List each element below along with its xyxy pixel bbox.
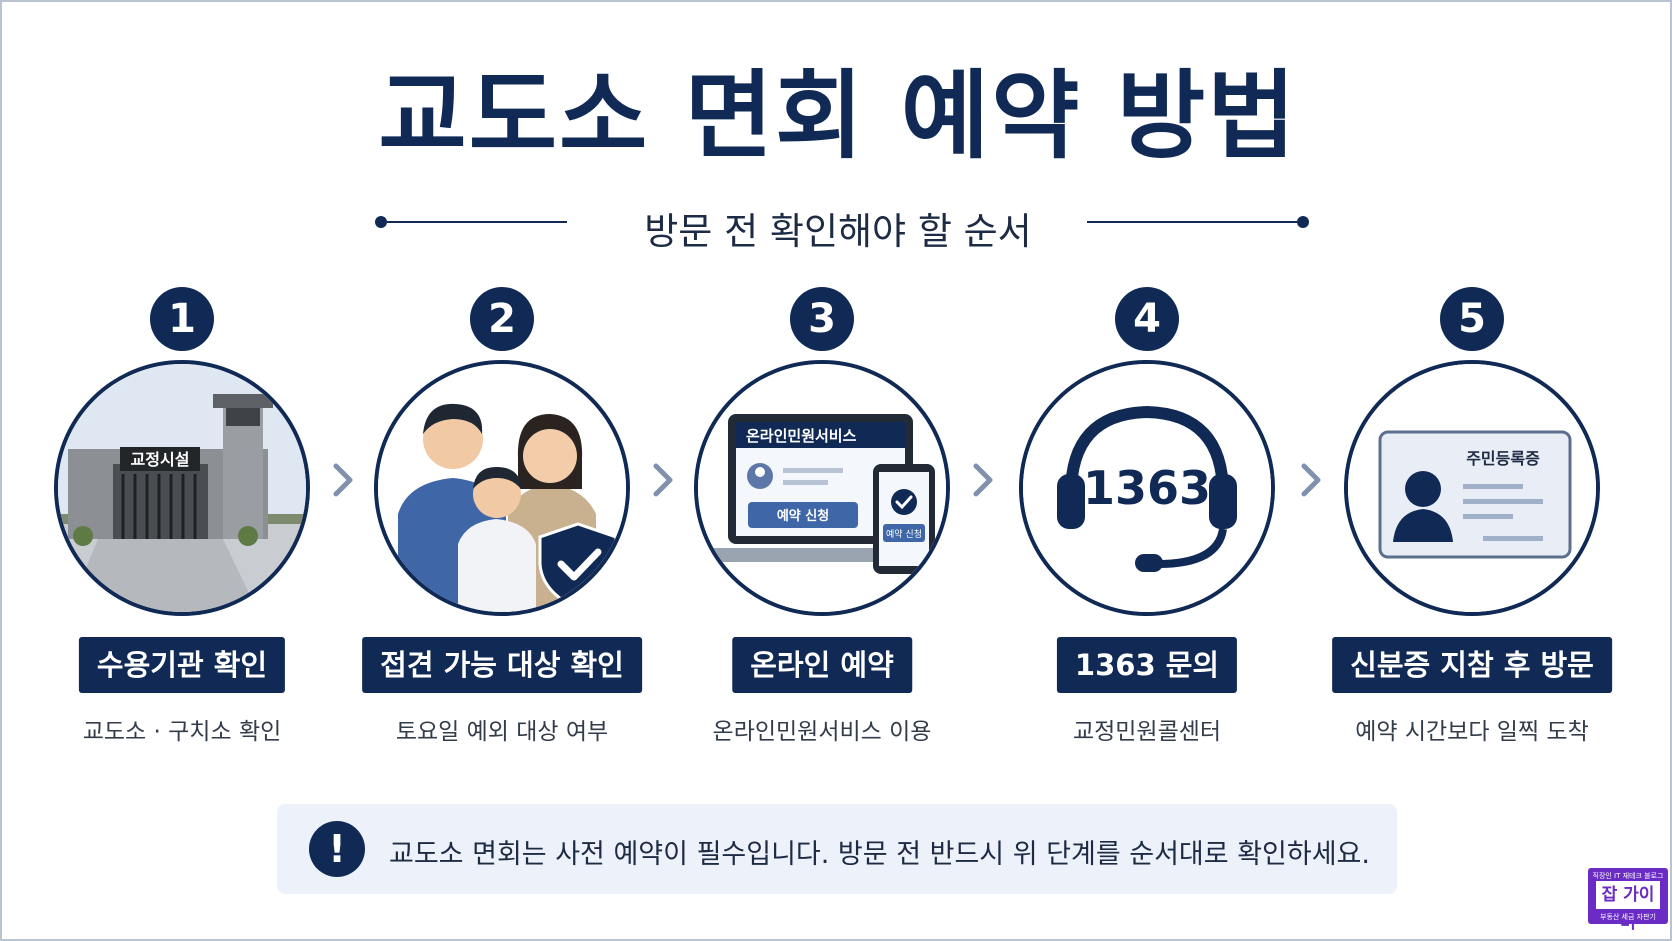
step-number: 1 (150, 287, 214, 351)
step-number: 3 (790, 287, 854, 351)
step-number: 5 (1440, 287, 1504, 351)
step-label: 수용기관 확인 (78, 637, 286, 693)
step-4: 4 1363 1363 문의 교정민원콜센터 (997, 287, 1297, 757)
subtitle-left-dot (375, 216, 387, 228)
id-card-icon: 주민등록증 (1344, 360, 1600, 616)
chevron-right-icon (333, 463, 353, 497)
step-3: 3 온라인민원서비스 예약 신청 예약 신청 (672, 287, 972, 757)
logo-name: 잡 가이버 (1596, 881, 1660, 933)
logo-subtagline: 부동산 세금 자판기 (1600, 913, 1656, 921)
step-label: 신분증 지참 후 방문 (1332, 637, 1612, 693)
step-number: 2 (470, 287, 534, 351)
card-title: 주민등록증 (1466, 449, 1540, 468)
step-label: 온라인 예약 (732, 637, 912, 693)
phone-number: 1363 (1083, 461, 1211, 515)
screen-title: 온라인민원서비스 (746, 427, 857, 445)
step-description: 교정민원콜센터 (1072, 719, 1222, 745)
step-label: 접견 가능 대상 확인 (362, 637, 642, 693)
step-5: 5 주민등록증 신분증 지참 후 방문 예약 시간보다 일찍 도착 (1322, 287, 1622, 757)
subtitle-row: 방문 전 확인해야 할 순서 (2, 197, 1672, 253)
prison-sign: 교정시설 (131, 450, 190, 469)
step-description: 교도소 · 구치소 확인 (82, 719, 282, 745)
notice-text: 교도소 면회는 사전 예약이 필수입니다. 방문 전 반드시 위 단계를 순서대… (389, 839, 1370, 870)
step-number: 4 (1115, 287, 1179, 351)
subtitle-left-line (387, 221, 567, 223)
step-label: 1363 문의 (1056, 637, 1238, 693)
exclamation-icon: ! (309, 821, 365, 877)
laptop-phone-icon: 온라인민원서비스 예약 신청 예약 신청 (694, 360, 950, 616)
subtitle-right-line (1087, 221, 1297, 223)
step-description: 예약 시간보다 일찍 도착 (1355, 719, 1589, 745)
page-subtitle: 방문 전 확인해야 할 순서 (644, 210, 1032, 253)
phone-reserve-button: 예약 신청 (886, 528, 922, 540)
reserve-button: 예약 신청 (777, 508, 829, 524)
brand-logo: 직장인 IT 재테크 블로그 잡 가이버 부동산 세금 자판기 (1588, 868, 1668, 933)
notice-box: ! 교도소 면회는 사전 예약이 필수입니다. 방문 전 반드시 위 단계를 순… (277, 804, 1397, 894)
headset-icon: 1363 (1019, 360, 1275, 616)
chevron-right-icon (973, 463, 993, 497)
chevron-right-icon (1301, 463, 1321, 497)
logo-tagline: 직장인 IT 재테크 블로그 (1592, 872, 1664, 880)
subtitle-right-dot (1297, 216, 1309, 228)
family-shield-icon (374, 360, 630, 616)
step-2: 2 접견 가능 대상 확인 토요일 예외 대상 여부 (352, 287, 652, 757)
step-description: 온라인민원서비스 이용 (712, 719, 932, 745)
chevron-right-icon (653, 463, 673, 497)
step-1: 1 교정시설 (32, 287, 332, 757)
page-title: 교도소 면회 예약 방법 (378, 60, 1298, 172)
prison-building-icon: 교정시설 (54, 360, 310, 616)
step-description: 토요일 예외 대상 여부 (395, 719, 609, 745)
